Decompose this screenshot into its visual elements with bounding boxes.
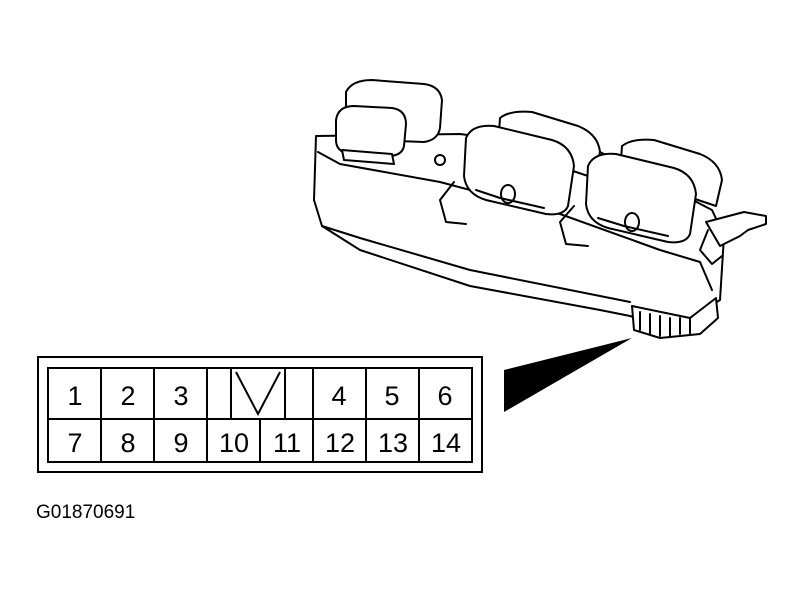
- pin-label-14: 14: [431, 428, 461, 458]
- pin-label-4: 4: [331, 381, 346, 411]
- window-switch-illustration: [313, 79, 767, 339]
- window-rocker-switch-1: [463, 124, 575, 216]
- pin-label-10: 10: [219, 428, 249, 458]
- pin-label-2: 2: [120, 381, 135, 411]
- pin-label-5: 5: [384, 381, 399, 411]
- housing-screw: [434, 154, 446, 166]
- pin-label-8: 8: [120, 428, 135, 458]
- pin-label-7: 7: [67, 428, 82, 458]
- rocker-1-slot: [439, 181, 467, 225]
- connector-plug-ribs: [639, 311, 691, 337]
- rocker-2-front-ridge: [597, 217, 669, 237]
- pin-label-12: 12: [325, 428, 355, 458]
- pin-label-6: 6: [437, 381, 452, 411]
- connector-plug: [631, 297, 719, 339]
- pointer-wedge: [504, 338, 632, 412]
- pin-label-3: 3: [173, 381, 188, 411]
- window-rocker-switch-2: [585, 152, 697, 244]
- lock-button-front: [335, 105, 407, 157]
- rocker-1-front-ridge: [475, 189, 545, 209]
- figure-id: G01870691: [36, 502, 135, 523]
- pin-label-1: 1: [67, 381, 82, 411]
- lock-button-base: [341, 149, 395, 165]
- pin-label-11: 11: [273, 428, 301, 458]
- housing-bottom-edge: [321, 225, 631, 303]
- rocker-2-slot: [559, 205, 589, 247]
- connector-face-view: 1 2 3 4 5 6 7 8 9 10 11 12 13 14: [37, 356, 483, 473]
- pin-label-13: 13: [378, 428, 408, 458]
- mounting-tab-hook: [699, 229, 723, 265]
- key-triangle-icon: [235, 371, 281, 417]
- pin-label-9: 9: [173, 428, 188, 458]
- pin-cell-14: [418, 418, 473, 463]
- mounting-tab: [705, 211, 767, 247]
